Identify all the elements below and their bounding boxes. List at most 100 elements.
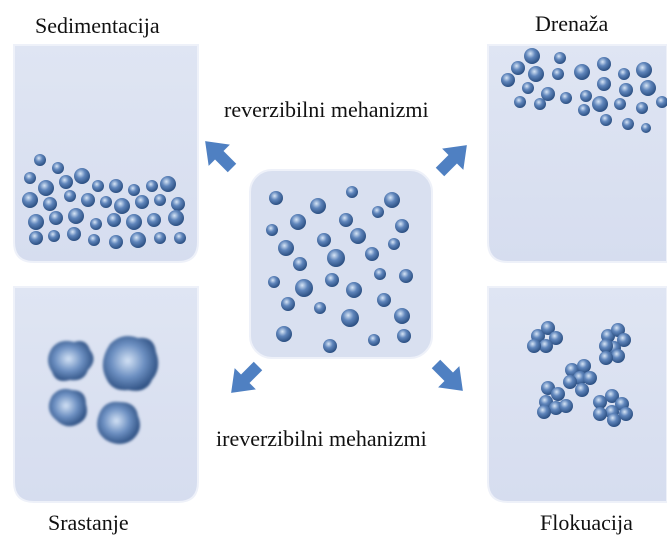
dispersed-droplet [368,334,380,346]
creamed-droplet [618,68,630,80]
creamed-droplet [578,104,590,116]
dispersed-droplet [314,302,326,314]
dispersed-droplet [372,206,384,218]
creamed-droplet [640,80,656,96]
creamed-droplet [614,98,626,110]
creamed-droplet [636,102,648,114]
sedimented-droplet [107,213,121,227]
sedimented-droplet [128,184,140,196]
sedimented-droplet [24,172,36,184]
dispersed-droplet [346,282,362,298]
creamed-droplet [597,57,611,71]
dispersed-droplet [323,339,337,353]
dispersed-droplet [394,308,410,324]
sedimented-droplet [67,227,81,241]
sedimented-droplet [28,214,44,230]
panel-srastanje [14,287,198,502]
flocculated-droplet [607,413,621,427]
coalesced-droplet [103,336,158,391]
flocculated-droplet [599,339,613,353]
sedimented-droplet [126,214,142,230]
sedimented-droplet [171,197,185,211]
dispersed-droplet [399,269,413,283]
coalesced-droplet [97,402,140,444]
arrow-to-srastanje [221,355,269,403]
creamed-droplet [560,92,572,104]
creamed-droplet [574,64,590,80]
dispersed-droplet [327,249,345,267]
flocculated-droplet [593,407,607,421]
dispersed-droplet [397,329,411,343]
dispersed-droplet [384,192,400,208]
sedimented-droplet [34,154,46,166]
arrow-to-drenaza [429,135,477,183]
dispersed-droplet [365,247,379,261]
sedimented-droplet [92,180,104,192]
flocculated-droplet [593,395,607,409]
panel-sedimentacija [14,45,198,262]
arrow-to-flokuacija [425,353,473,401]
creamed-droplet [552,68,564,80]
dispersed-droplet [325,273,339,287]
sedimented-droplet [88,234,100,246]
flocculated-droplet [551,387,565,401]
creamed-droplet [511,61,525,75]
sedimented-droplet [154,194,166,206]
dispersed-droplet [341,309,359,327]
dispersed-droplet [278,240,294,256]
dispersed-droplet [350,228,366,244]
creamed-droplet [600,114,612,126]
sedimented-droplet [109,179,123,193]
creamed-droplet [636,62,652,78]
dispersed-droplet [388,238,400,250]
sedimented-droplet [59,175,73,189]
creamed-droplet [554,52,566,64]
sedimented-droplet [135,195,149,209]
sedimented-droplet [109,235,123,249]
flocculated-droplet [583,371,597,385]
sedimented-droplet [29,231,43,245]
sedimented-droplet [48,230,60,242]
dispersed-droplet [339,213,353,227]
creamed-droplet [522,82,534,94]
dispersed-droplet [268,276,280,288]
creamed-droplet [528,66,544,82]
dispersed-droplet [295,279,313,297]
sedimented-droplet [130,232,146,248]
creamed-droplet [501,73,515,87]
sedimented-droplet [49,211,63,225]
dispersed-droplet [395,219,409,233]
creamed-droplet [534,98,546,110]
flocculated-droplet [611,349,625,363]
sedimented-droplet [146,180,158,192]
dispersed-droplet [317,233,331,247]
sedimented-droplet [43,197,57,211]
dispersed-droplet [374,268,386,280]
dispersed-droplet [346,186,358,198]
sedimented-droplet [147,213,161,227]
sedimented-droplet [90,218,102,230]
sedimented-droplet [22,192,38,208]
creamed-droplet [597,77,611,91]
creamed-droplet [641,123,651,133]
creamed-droplet [592,96,608,112]
flocculated-droplet [537,405,551,419]
sedimented-droplet [174,232,186,244]
dispersed-droplet [293,257,307,271]
flocculated-droplet [619,407,633,421]
creamed-droplet [622,118,634,130]
sedimented-droplet [64,190,76,202]
dispersed-droplet [269,191,283,205]
dispersed-droplet [276,326,292,342]
flocculated-droplet [563,375,577,389]
creamed-droplet [514,96,526,108]
creamed-droplet [524,48,540,64]
creamed-droplet [580,90,592,102]
dispersed-droplet [310,198,326,214]
dispersed-droplet [377,293,391,307]
sedimented-droplet [38,180,54,196]
creamed-droplet [619,83,633,97]
sedimented-droplet [52,162,64,174]
flocculated-droplet [577,359,591,373]
